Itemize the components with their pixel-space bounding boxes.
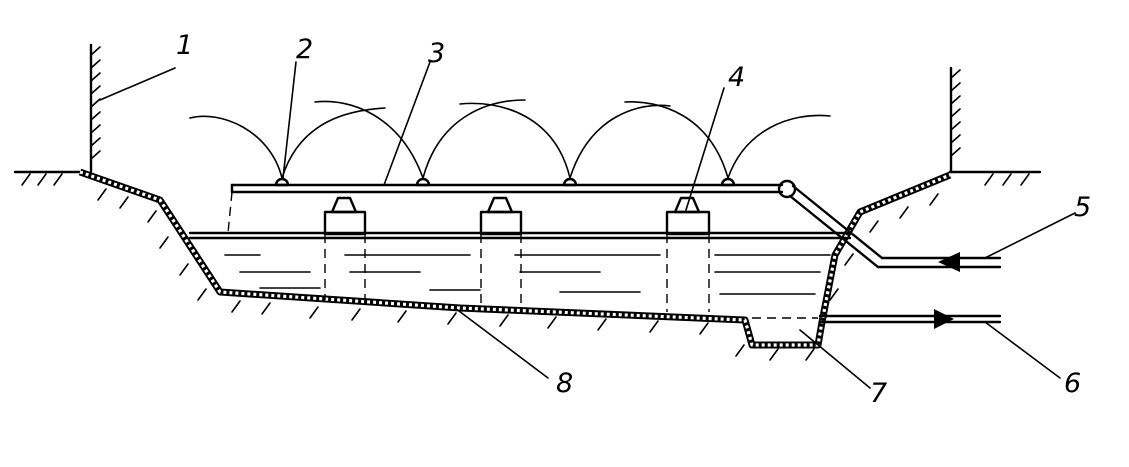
supply-hose (777, 179, 1002, 272)
fence-post-right (949, 66, 961, 174)
callout-8: 8 (556, 368, 574, 399)
callout-4: 4 (728, 62, 746, 93)
callout-1: 1 (176, 30, 194, 61)
floats (323, 196, 711, 312)
sprinkler-nozzles (274, 177, 736, 187)
sprinkler-pipe-frame (227, 183, 784, 234)
channel-lining (78, 168, 952, 349)
fence-post-left (89, 43, 101, 174)
callout-2: 2 (296, 34, 314, 65)
ground-left (13, 170, 82, 186)
ground-right (948, 170, 1042, 186)
callout-3: 3 (428, 38, 446, 69)
callout-7: 7 (870, 378, 888, 409)
soil-hatching (97, 188, 939, 361)
water-body (188, 231, 852, 295)
spray-arcs (189, 99, 831, 179)
callout-5: 5 (1074, 192, 1092, 223)
discharge-pipe (752, 309, 1002, 329)
leader-lines (99, 61, 1076, 389)
callout-6: 6 (1064, 368, 1082, 399)
